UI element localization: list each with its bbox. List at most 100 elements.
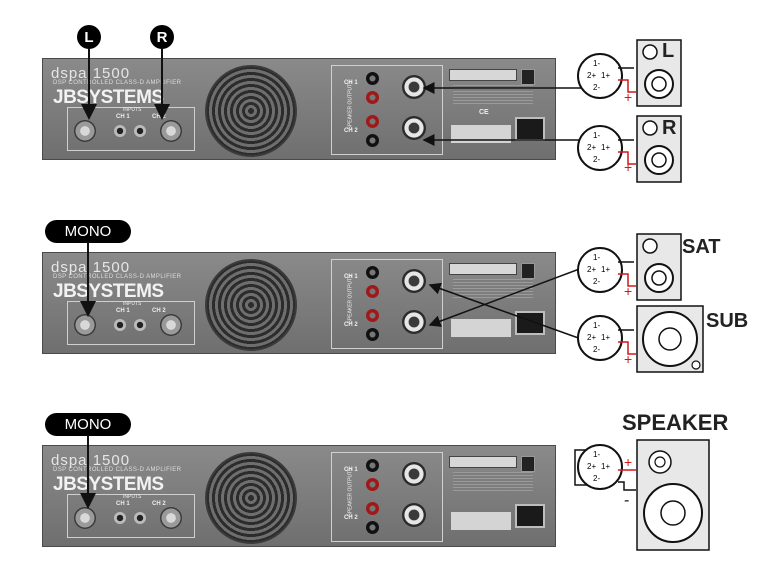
xlr-input-ch1-icon [74, 314, 96, 336]
speakon-output-1-icon [402, 462, 426, 486]
speakon-plug-icon: 1- 2+ 1+ 2- [577, 247, 623, 293]
output-ch1-label: CH 1 [344, 274, 358, 280]
model-subtitle: DSP CONTROLLED CLASS-D AMPLIFIER [53, 80, 182, 86]
brand-logo: JBSYSTEMS [53, 87, 164, 108]
binding-post-black-icon [366, 72, 379, 85]
binding-post-red-icon [366, 309, 379, 322]
amplifier-rear-panel-mono: dspa 1500 DSP CONTROLLED CLASS-D AMPLIFI… [42, 445, 556, 547]
pin-1-minus: 1- [593, 59, 600, 68]
output-ch2-label: CH 2 [344, 322, 358, 328]
output-ch1-label: CH 1 [344, 467, 358, 473]
input-left-badge: L [77, 25, 101, 49]
speaker-cabinet-icon [636, 115, 682, 183]
inputs-panel: INPUTS CH 1 CH 2 [67, 301, 195, 345]
fan-grill-icon [205, 65, 297, 157]
amplifier-rear-panel-bridge: dspa 1500 DSP CONTROLLED CLASS-D AMPLIFI… [42, 252, 556, 354]
model-name: dspa 1500 [51, 259, 131, 276]
speakon-plug-icon: 1- 2+ 1+ 2- [577, 315, 623, 361]
output-ch1-label: CH 1 [344, 80, 358, 86]
input-ch1-label: CH 1 [116, 308, 130, 314]
plus-sign: + [624, 283, 632, 299]
warning-label [449, 263, 517, 275]
pin-1-minus: 1- [593, 321, 600, 330]
plus-sign: + [624, 454, 632, 470]
jack-ch2-icon [134, 512, 146, 524]
fan-grill-icon [205, 452, 297, 544]
pin-1-plus: 1+ [601, 143, 610, 152]
power-inlet-icon [515, 504, 545, 528]
brand-logo: JBSYSTEMS [53, 474, 164, 495]
pin-2-minus: 2- [593, 83, 600, 92]
ce-mark: CE [479, 109, 489, 116]
subwoofer-icon [636, 305, 704, 373]
pin-2-plus: 2+ [587, 462, 596, 471]
serial-label [451, 319, 511, 337]
speaker-label-sat: SAT [682, 236, 721, 258]
inputs-label: INPUTS [123, 301, 142, 307]
binding-post-black-icon [366, 328, 379, 341]
pin-2-plus: 2+ [587, 143, 596, 152]
speaker-cabinet-icon [636, 39, 682, 107]
inputs-label: INPUTS [123, 494, 142, 500]
minus-sign: - [624, 492, 629, 509]
jack-ch1-icon [114, 125, 126, 137]
pin-2-minus: 2- [593, 345, 600, 354]
input-right-badge: R [150, 25, 174, 49]
speakon-plug-icon: 1- 2+ 1+ 2- [577, 444, 623, 490]
pin-1-plus: 1+ [601, 333, 610, 342]
plus-sign: + [624, 351, 632, 367]
binding-post-red-icon [366, 285, 379, 298]
xlr-input-ch1-icon [74, 120, 96, 142]
binding-post-red-icon [366, 115, 379, 128]
jack-ch1-icon [114, 319, 126, 331]
serial-label [451, 125, 511, 143]
jack-ch1-icon [114, 512, 126, 524]
binding-post-black-icon [366, 521, 379, 534]
binding-post-red-icon [366, 478, 379, 491]
full-range-speaker-icon [636, 439, 710, 551]
brand-logo: JBSYSTEMS [53, 281, 164, 302]
pin-1-plus: 1+ [601, 462, 610, 471]
speakon-output-2-icon [402, 503, 426, 527]
pin-1-plus: 1+ [601, 265, 610, 274]
pin-2-minus: 2- [593, 155, 600, 164]
satellite-speaker-icon [636, 233, 682, 301]
jack-ch2-icon [134, 319, 146, 331]
plus-sign: + [624, 89, 632, 105]
model-subtitle: DSP CONTROLLED CLASS-D AMPLIFIER [53, 467, 182, 473]
xlr-input-ch2-icon [160, 507, 182, 529]
plus-sign: + [624, 159, 632, 175]
xlr-input-ch2-icon [160, 314, 182, 336]
pin-1-minus: 1- [593, 131, 600, 140]
mode-switch-icon [521, 263, 535, 279]
output-ch2-label: CH 2 [344, 515, 358, 521]
pin-1-minus: 1- [593, 253, 600, 262]
model-subtitle: DSP CONTROLLED CLASS-D AMPLIFIER [53, 274, 182, 280]
speaker-label-speaker: SPEAKER [622, 410, 729, 435]
binding-post-black-icon [366, 134, 379, 147]
pin-2-plus: 2+ [587, 333, 596, 342]
mode-switch-icon [521, 456, 535, 472]
binding-post-red-icon [366, 91, 379, 104]
cable-sub [428, 282, 599, 346]
fine-print [453, 472, 533, 492]
fine-print [453, 85, 533, 105]
speaker-outputs-panel: SPEAKER OUTPUTS CH 1 CH 2 [331, 452, 443, 542]
mono-badge-parallel: MONO [45, 413, 131, 436]
pin-1-minus: 1- [593, 450, 600, 459]
pin-1-plus: 1+ [601, 71, 610, 80]
pin-2-plus: 2+ [587, 265, 596, 274]
inputs-panel: INPUTS CH 1 CH 2 [67, 494, 195, 538]
input-ch2-label: CH 2 [152, 308, 166, 314]
inputs-label: INPUTS [123, 107, 142, 113]
speakon-output-1-icon [402, 75, 426, 99]
output-ch2-label: CH 2 [344, 128, 358, 134]
input-ch1-label: CH 1 [116, 114, 130, 120]
warning-label [449, 456, 517, 468]
speakon-plug-icon: 1- 2+ 1+ 2- [577, 125, 623, 171]
mode-switch-icon [521, 69, 535, 85]
input-ch2-label: CH 2 [152, 501, 166, 507]
jack-ch2-icon [134, 125, 146, 137]
